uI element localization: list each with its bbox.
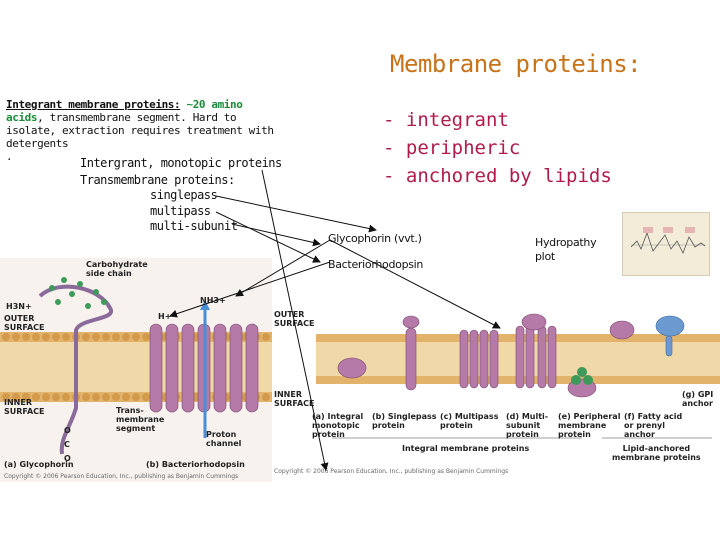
- hydropathy-label: Hydropathy plot: [535, 236, 597, 263]
- o-top-label: O: [64, 426, 71, 435]
- o-bottom-label: O: [64, 454, 71, 463]
- copyright-right: Copyright © 2006 Pearson Education, Inc.…: [274, 468, 509, 475]
- types-multisubunit: multi-subunit: [150, 219, 238, 233]
- arrow-glycophorin-right: [329, 239, 501, 329]
- membrane-diagram-right: [316, 313, 720, 439]
- intro-highlight: ~20 amino acids: [6, 98, 243, 124]
- intro-paragraph: Integrant membrane proteins: ~20 amino a…: [6, 98, 281, 163]
- bullet-peripheric: - peripheric: [383, 137, 521, 159]
- intro-heading: Integrant membrane proteins:: [6, 98, 181, 111]
- caption-glycophorin: (a) Glycophorin: [4, 460, 74, 469]
- types-multipass: multipass: [150, 204, 211, 218]
- hydropathy-plot-icon: [630, 227, 706, 254]
- bacteriorhodopsin-label: Bacteriorhodopsin: [328, 258, 424, 271]
- types-line1: Intergrant, monotopic proteins: [80, 156, 282, 170]
- types-singlepass: singlepass: [150, 188, 218, 202]
- intro-trail: .: [6, 150, 13, 163]
- types-line2: Transmembrane proteins:: [80, 173, 235, 187]
- integral-group-label: Integral membrane proteins: [402, 444, 530, 453]
- slide-title: Membrane proteins:: [390, 50, 642, 78]
- nh3-label: NH3+: [200, 296, 226, 305]
- arrow-multisubunit: [231, 223, 321, 247]
- hydropathy-plot-thumbnail: [622, 212, 710, 276]
- bullet-list: - integrant - peripheric - anchored by l…: [383, 106, 612, 190]
- arrow-multipass: [215, 211, 321, 263]
- copyright-left: Copyright © 2006 Pearson Education, Inc.…: [4, 473, 239, 480]
- intro-text: , transmembrane segment. Hard to isolate…: [6, 111, 274, 150]
- arrow-monotopic: [261, 169, 329, 471]
- glycophorin-label: Glycophorin (vvt.): [328, 232, 422, 245]
- bullet-anchored: - anchored by lipids: [383, 165, 612, 187]
- arrow-bacteriorhodopsin: [169, 261, 331, 318]
- bullet-integrant: - integrant: [383, 109, 509, 131]
- arrow-singlepass: [215, 195, 377, 233]
- c-label: C: [64, 440, 70, 449]
- hplus-label: H+: [158, 312, 172, 321]
- membrane-diagram-left: [0, 277, 272, 455]
- arrow-glycophorin-left: [235, 239, 331, 297]
- caption-bacteriorhodopsin: (b) Bacteriorhodopsin: [146, 460, 245, 469]
- h3n-label: H3N+: [6, 302, 32, 311]
